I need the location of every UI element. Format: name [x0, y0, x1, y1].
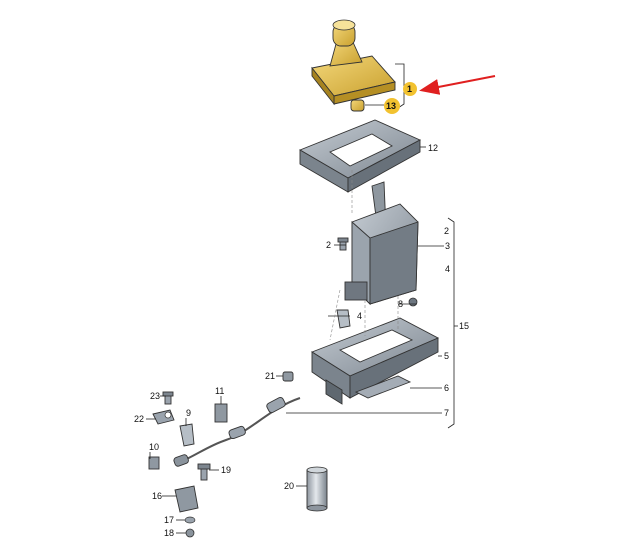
red-arrow-indicator: [419, 75, 496, 95]
clip-part-4[interactable]: [336, 309, 351, 329]
bracket-part-11[interactable]: [214, 403, 228, 423]
bracket-part-16[interactable]: [174, 485, 199, 513]
callout-2b[interactable]: 2: [326, 240, 331, 250]
callout-2a[interactable]: 2: [444, 226, 449, 236]
callout-5[interactable]: 5: [444, 351, 449, 361]
gear-knob-boot-part[interactable]: [311, 19, 396, 106]
callout-9[interactable]: 9: [186, 408, 191, 418]
shift-cable-part-7[interactable]: [173, 396, 301, 467]
bracket-part-9[interactable]: [179, 423, 195, 447]
callout-16[interactable]: 16: [152, 491, 162, 501]
base-housing-part-5[interactable]: [311, 317, 440, 405]
cover-frame-part-12[interactable]: [298, 119, 422, 193]
nut-part-8[interactable]: [408, 297, 418, 307]
callout-20[interactable]: 20: [284, 481, 294, 491]
callout-3[interactable]: 3: [445, 241, 450, 251]
callout-15[interactable]: 15: [459, 321, 469, 331]
callout-17[interactable]: 17: [164, 515, 174, 525]
callout-12[interactable]: 12: [428, 143, 438, 153]
callout-18[interactable]: 18: [164, 528, 174, 538]
callout-6[interactable]: 6: [444, 383, 449, 393]
clip-part-13[interactable]: [350, 99, 365, 112]
callout-labels: 1 13 12 2 3 4 2 8 4 15 5 6 7 21 11 23 9 …: [134, 82, 469, 538]
grease-cylinder-part-20[interactable]: [306, 466, 328, 512]
callout-22[interactable]: 22: [134, 414, 144, 424]
clip-part-21[interactable]: [282, 371, 294, 382]
gasket-part-6[interactable]: [354, 375, 412, 399]
lever-part-22[interactable]: [152, 409, 175, 425]
clip-part-10[interactable]: [148, 456, 160, 470]
callout-7[interactable]: 7: [444, 408, 449, 418]
callout-21[interactable]: 21: [265, 371, 275, 381]
callout-11[interactable]: 11: [215, 386, 224, 396]
callout-badge-13: [384, 98, 400, 114]
callout-23[interactable]: 23: [150, 391, 160, 401]
callout-1[interactable]: 1: [407, 84, 412, 94]
screw-part-2[interactable]: [337, 237, 349, 251]
shift-mechanism-part-3[interactable]: [344, 181, 419, 306]
callout-4a[interactable]: 4: [445, 264, 450, 274]
callout-8[interactable]: 8: [398, 299, 403, 309]
callout-10[interactable]: 10: [149, 442, 159, 452]
callout-4b[interactable]: 4: [357, 311, 362, 321]
bolt-part-19[interactable]: [197, 463, 211, 481]
washer-part-17[interactable]: [184, 516, 196, 524]
callout-13[interactable]: 13: [386, 101, 396, 111]
callout-19[interactable]: 19: [221, 465, 231, 475]
bolt-part-23[interactable]: [162, 391, 174, 405]
callout-badge-1: [403, 82, 417, 96]
nut-part-18[interactable]: [185, 528, 195, 538]
